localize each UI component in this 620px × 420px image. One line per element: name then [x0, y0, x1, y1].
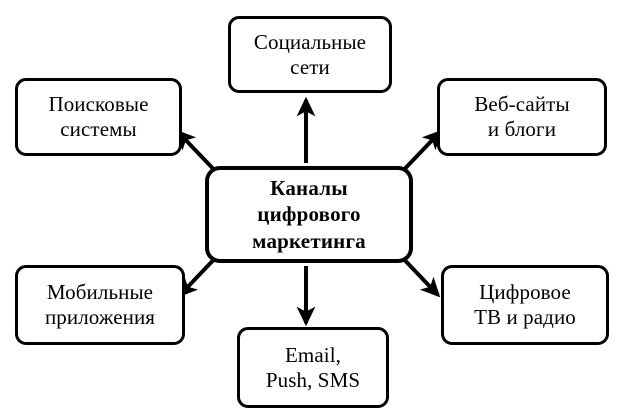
- node-social-networks[interactable]: Социальные сети: [228, 16, 392, 93]
- node-websites-blogs[interactable]: Веб-сайты и блоги: [437, 78, 607, 156]
- node-label-social-networks: Социальные сети: [253, 29, 367, 79]
- node-mobile-apps[interactable]: Мобильные приложения: [15, 265, 185, 345]
- node-digital-tv-radio[interactable]: Цифровое ТВ и радио: [441, 265, 609, 345]
- node-label-search-engines: Поисковые системы: [48, 92, 149, 141]
- node-label-digital-tv-radio: Цифровое ТВ и радио: [474, 280, 576, 329]
- node-label-websites-blogs: Веб-сайты и блоги: [474, 92, 570, 141]
- node-label-email-push-sms: Email, Push, SMS: [265, 342, 361, 392]
- node-label-mobile-apps: Мобильные приложения: [44, 280, 156, 329]
- node-label-digital-marketing-channels: Каналы цифрового маркетинга: [252, 175, 366, 253]
- node-digital-marketing-channels[interactable]: Каналы цифрового маркетинга: [205, 166, 413, 263]
- node-search-engines[interactable]: Поисковые системы: [15, 78, 182, 156]
- node-email-push-sms[interactable]: Email, Push, SMS: [237, 327, 389, 408]
